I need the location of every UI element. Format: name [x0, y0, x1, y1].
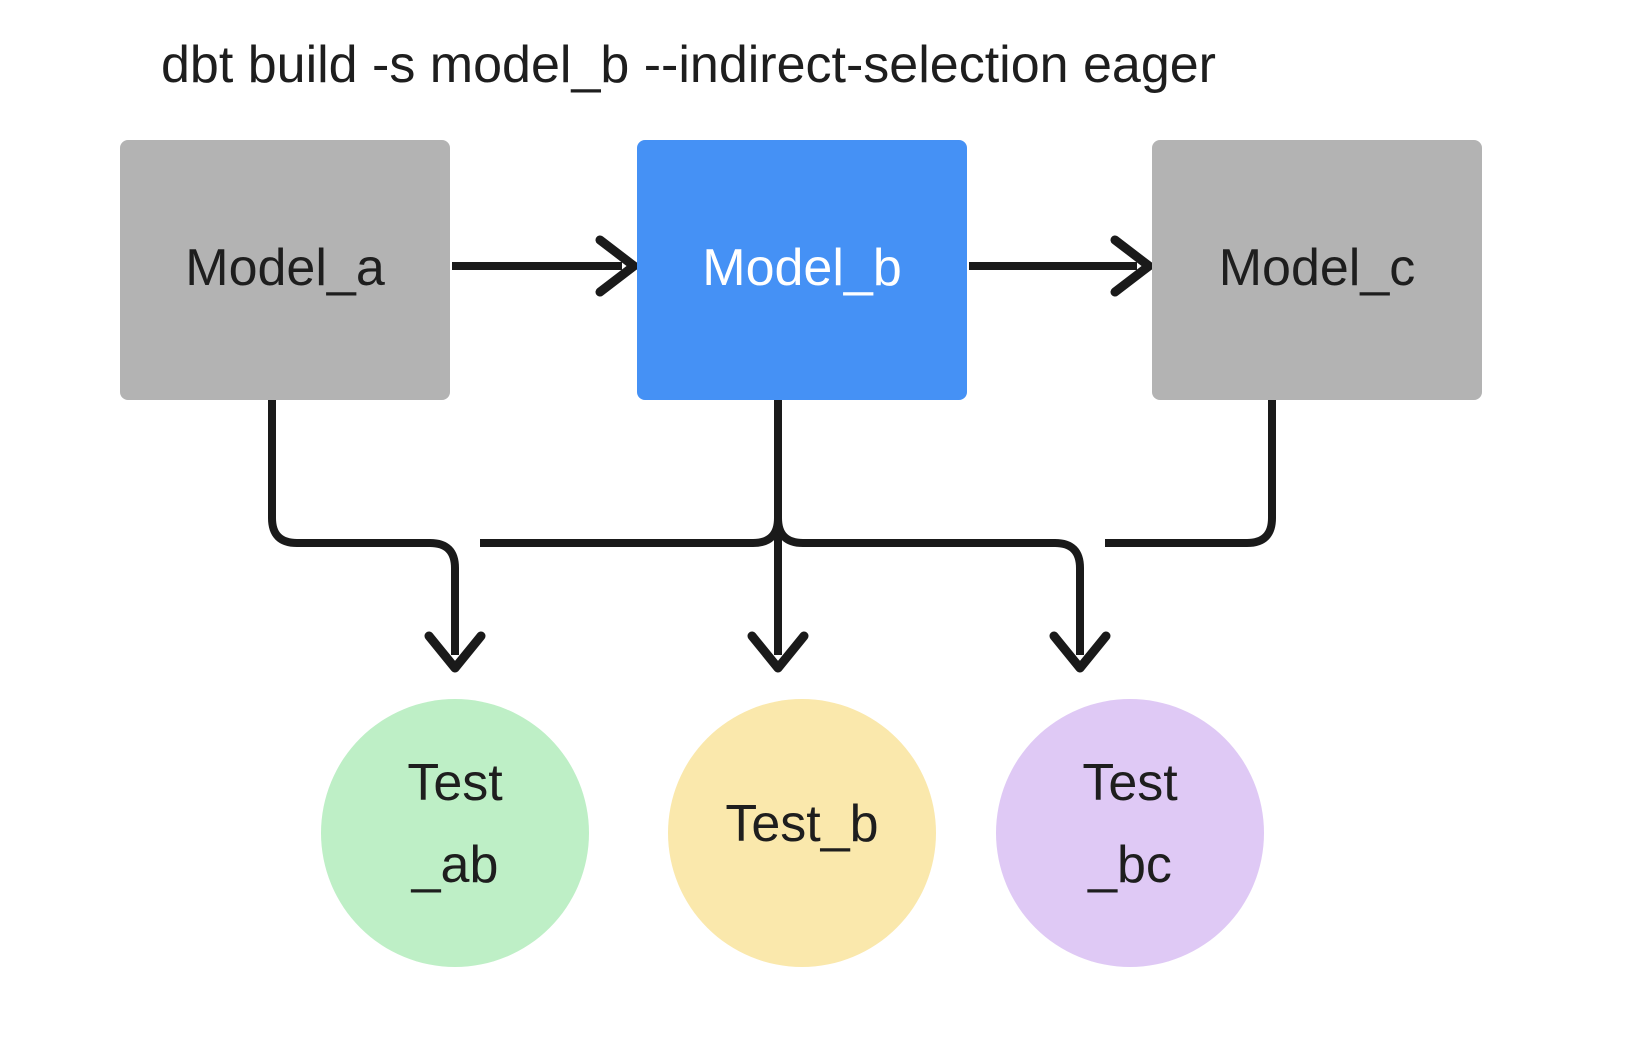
node-test-ab[interactable]: Test _ab: [321, 699, 589, 967]
node-test-bc-label-line-2: _bc: [1087, 836, 1172, 894]
node-test-b-shape: [668, 699, 936, 967]
node-model-b[interactable]: Model_b: [637, 140, 967, 400]
node-test-bc-shape: [996, 699, 1264, 967]
node-test-b[interactable]: Test_b: [668, 699, 936, 967]
page-title: dbt build -s model_b --indirect-selectio…: [161, 36, 1216, 94]
node-model-c[interactable]: Model_c: [1152, 140, 1482, 400]
node-model-c-label: Model_c: [1219, 239, 1416, 297]
edge-model-b-to-test-ab: [480, 400, 782, 547]
node-model-a-shape: [120, 140, 450, 400]
node-test-ab-shape: [321, 699, 589, 967]
node-model-a[interactable]: Model_a: [120, 140, 450, 400]
node-model-b-label: Model_b: [702, 239, 901, 297]
node-test-bc[interactable]: Test _bc: [996, 699, 1264, 967]
node-test-b-label-line-1: Test_b: [725, 795, 878, 853]
node-model-c-shape: [1152, 140, 1482, 400]
edge-model-a-to-test-ab: [268, 400, 486, 673]
node-test-bc-label-line-1: Test: [1082, 754, 1178, 812]
node-model-b-shape: [637, 140, 967, 400]
node-test-ab-label-line-1: Test: [407, 754, 503, 812]
edge-model-b-to-model-c: [969, 235, 1154, 297]
node-model-a-label: Model_a: [185, 239, 385, 297]
edge-model-b-to-test-bc: [774, 517, 1111, 673]
edge-model-a-to-model-b: [452, 235, 639, 297]
edge-model-c-to-test-bc: [1105, 400, 1276, 547]
node-test-ab-label-line-2: _ab: [411, 836, 499, 894]
